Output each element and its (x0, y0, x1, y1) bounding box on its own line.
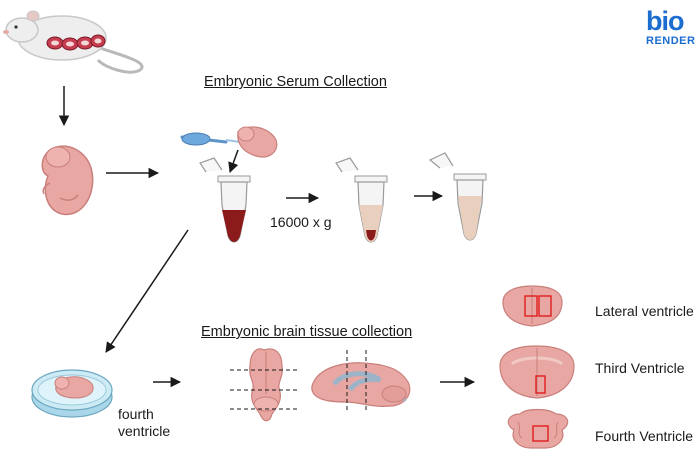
dish-label-line1: fourth (118, 406, 154, 422)
arrow-down (228, 149, 239, 173)
tube-icon (428, 152, 487, 241)
mouse-icon (3, 10, 144, 74)
tube-icon (199, 157, 251, 243)
third-ventricle-label: Third Ventricle (595, 360, 685, 376)
brain-slice-icon (507, 408, 569, 449)
tube-icon (335, 157, 388, 243)
brain-slice-icon (502, 285, 563, 327)
arrow-diagonal (105, 229, 189, 353)
dish-label-line2: ventricle (118, 423, 171, 439)
embryo-icon (237, 126, 278, 158)
petri-dish-icon (31, 369, 113, 418)
embryo-icon (41, 145, 94, 216)
logo-top: bio (646, 6, 685, 36)
brain-slice-icon (311, 350, 411, 412)
biorender-logo: bio RENDER (646, 6, 700, 48)
brain-slice-icon (499, 345, 575, 399)
serum-collection-title: Embryonic Serum Collection (204, 74, 387, 90)
logo-bottom: RENDER (646, 35, 696, 47)
brain-collection-title: Embryonic brain tissue collection (201, 324, 413, 340)
centrifuge-label: 16000 x g (270, 214, 332, 230)
lateral-ventricle-label: Lateral ventricle (595, 303, 694, 319)
fourth-ventricle-label: Fourth Ventricle (595, 428, 694, 444)
brain-icon (230, 348, 300, 422)
pipette-icon (180, 132, 241, 146)
